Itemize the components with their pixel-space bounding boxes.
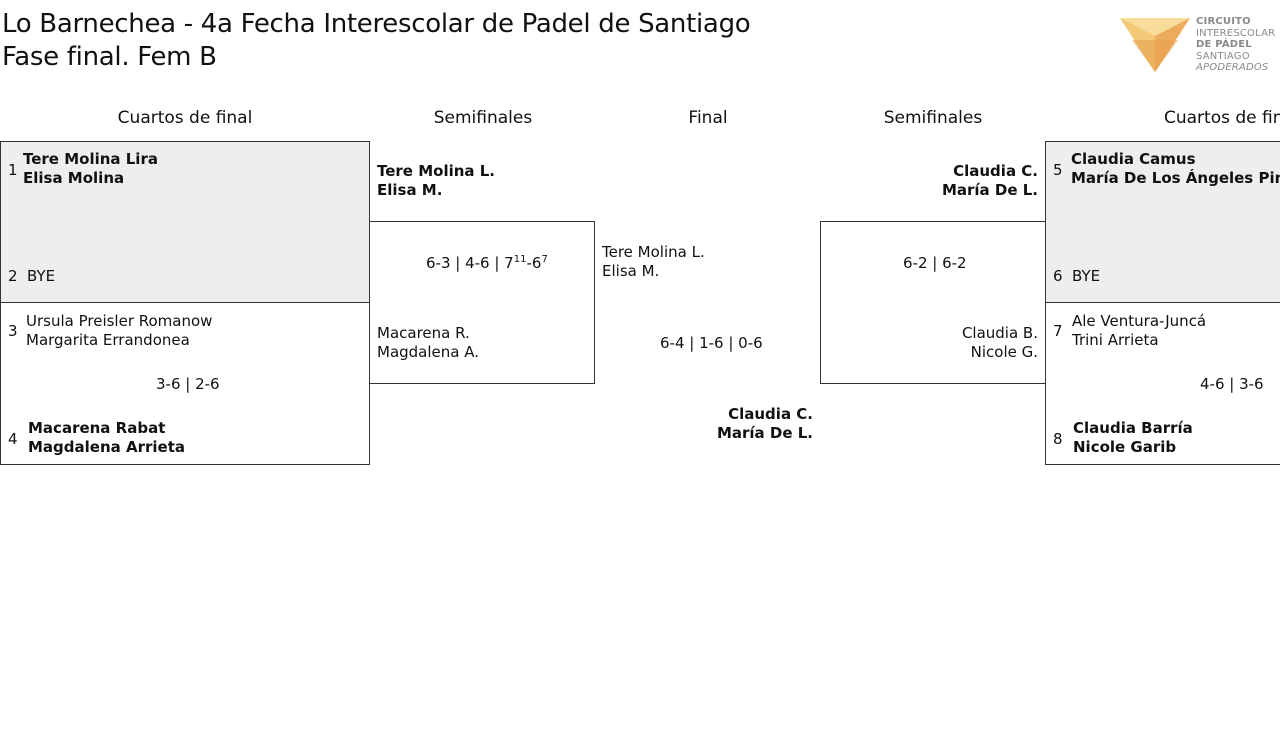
final-team-a-player-1: Tere Molina L. (602, 243, 705, 261)
match-sf-left[interactable]: 6-3 | 4-6 | 711-67 Macarena R. Magdalena… (369, 221, 595, 384)
final-team-a-player-2: Elisa M. (602, 262, 660, 280)
seed-number: 6 (1053, 267, 1063, 285)
match-score: 3-6 | 2-6 (156, 375, 220, 393)
final-team-b-player-1: Claudia C. (728, 405, 813, 423)
seed-number: 3 (8, 322, 18, 340)
round-header-sf-left: Semifinales (433, 108, 533, 128)
round-header-sf-right: Semifinales (883, 108, 983, 128)
team-player-2: Nicole G. (970, 343, 1038, 361)
team-player-1: Tere Molina Lira (23, 150, 158, 168)
page-title: Lo Barnechea - 4a Fecha Interescolar de … (2, 8, 751, 74)
circuit-logo: CIRCUITO INTERESCOLAR DE PÁDEL SANTIAGO … (1118, 14, 1280, 76)
team-player-1: Macarena R. (377, 324, 470, 342)
seed-number: 2 (8, 267, 18, 285)
title-line-1: Lo Barnechea - 4a Fecha Interescolar de … (2, 9, 751, 39)
team-bye: BYE (1072, 267, 1101, 285)
team-player-1: Ale Ventura-Juncá (1072, 312, 1207, 330)
team-player-1: Claudia Barría (1073, 419, 1193, 437)
team-player-1: Claudia B. (961, 324, 1038, 342)
sf-left-team-a-player-2: Elisa M. (377, 181, 443, 199)
match-sf-right[interactable]: 6-2 | 6-2 Claudia B. Nicole G. (820, 221, 1046, 384)
team-player-2: Elisa Molina (23, 169, 125, 187)
match-score: 4-6 | 3-6 (1200, 375, 1264, 393)
final-score: 6-4 | 1-6 | 0-6 (660, 334, 763, 352)
title-line-2: Fase final. Fem B (2, 42, 217, 72)
team-player-2: Margarita Errandonea (26, 331, 190, 349)
match-score: 6-2 | 6-2 (903, 254, 967, 272)
logo-text: CIRCUITO INTERESCOLAR DE PÁDEL SANTIAGO … (1196, 16, 1276, 73)
seed-number: 8 (1053, 430, 1063, 448)
match-qf-right-2[interactable]: 7 Ale Ventura-Juncá Trini Arrieta 4-6 | … (1045, 302, 1280, 465)
seed-number: 4 (8, 430, 18, 448)
team-player-1: Macarena Rabat (28, 419, 166, 437)
team-player-2: Magdalena A. (377, 343, 479, 361)
team-player-2: María De Los Ángeles Pinoc (1071, 169, 1280, 187)
sf-left-team-a-player-1: Tere Molina L. (377, 162, 496, 180)
team-player-1: Ursula Preisler Romanow (26, 312, 213, 330)
match-score: 6-3 | 4-6 | 711-67 (426, 254, 548, 272)
match-qf-right-1[interactable]: 5 Claudia Camus María De Los Ángeles Pin… (1045, 141, 1280, 303)
final-team-b-player-2: María De L. (716, 424, 813, 442)
match-qf-left-1[interactable]: 1 Tere Molina Lira Elisa Molina 2 BYE (0, 141, 370, 303)
team-player-1: Claudia Camus (1071, 150, 1196, 168)
seed-number: 5 (1053, 161, 1063, 179)
team-player-2: Trini Arrieta (1072, 331, 1159, 349)
seed-number: 1 (8, 161, 18, 179)
sf-right-team-a-player-2: María De L. (941, 181, 1038, 199)
team-bye: BYE (27, 267, 56, 285)
round-header-final: Final (688, 108, 728, 128)
team-player-2: Magdalena Arrieta (28, 438, 185, 456)
round-header-qf-left: Cuartos de final (117, 108, 253, 128)
team-player-2: Nicole Garib (1073, 438, 1177, 456)
round-header-qf-right: Cuartos de final (1164, 108, 1280, 128)
match-qf-left-2[interactable]: 3 Ursula Preisler Romanow Margarita Erra… (0, 302, 370, 465)
sf-right-team-a-player-1: Claudia C. (953, 162, 1038, 180)
seed-number: 7 (1053, 322, 1063, 340)
fox-logo-icon (1120, 18, 1190, 72)
